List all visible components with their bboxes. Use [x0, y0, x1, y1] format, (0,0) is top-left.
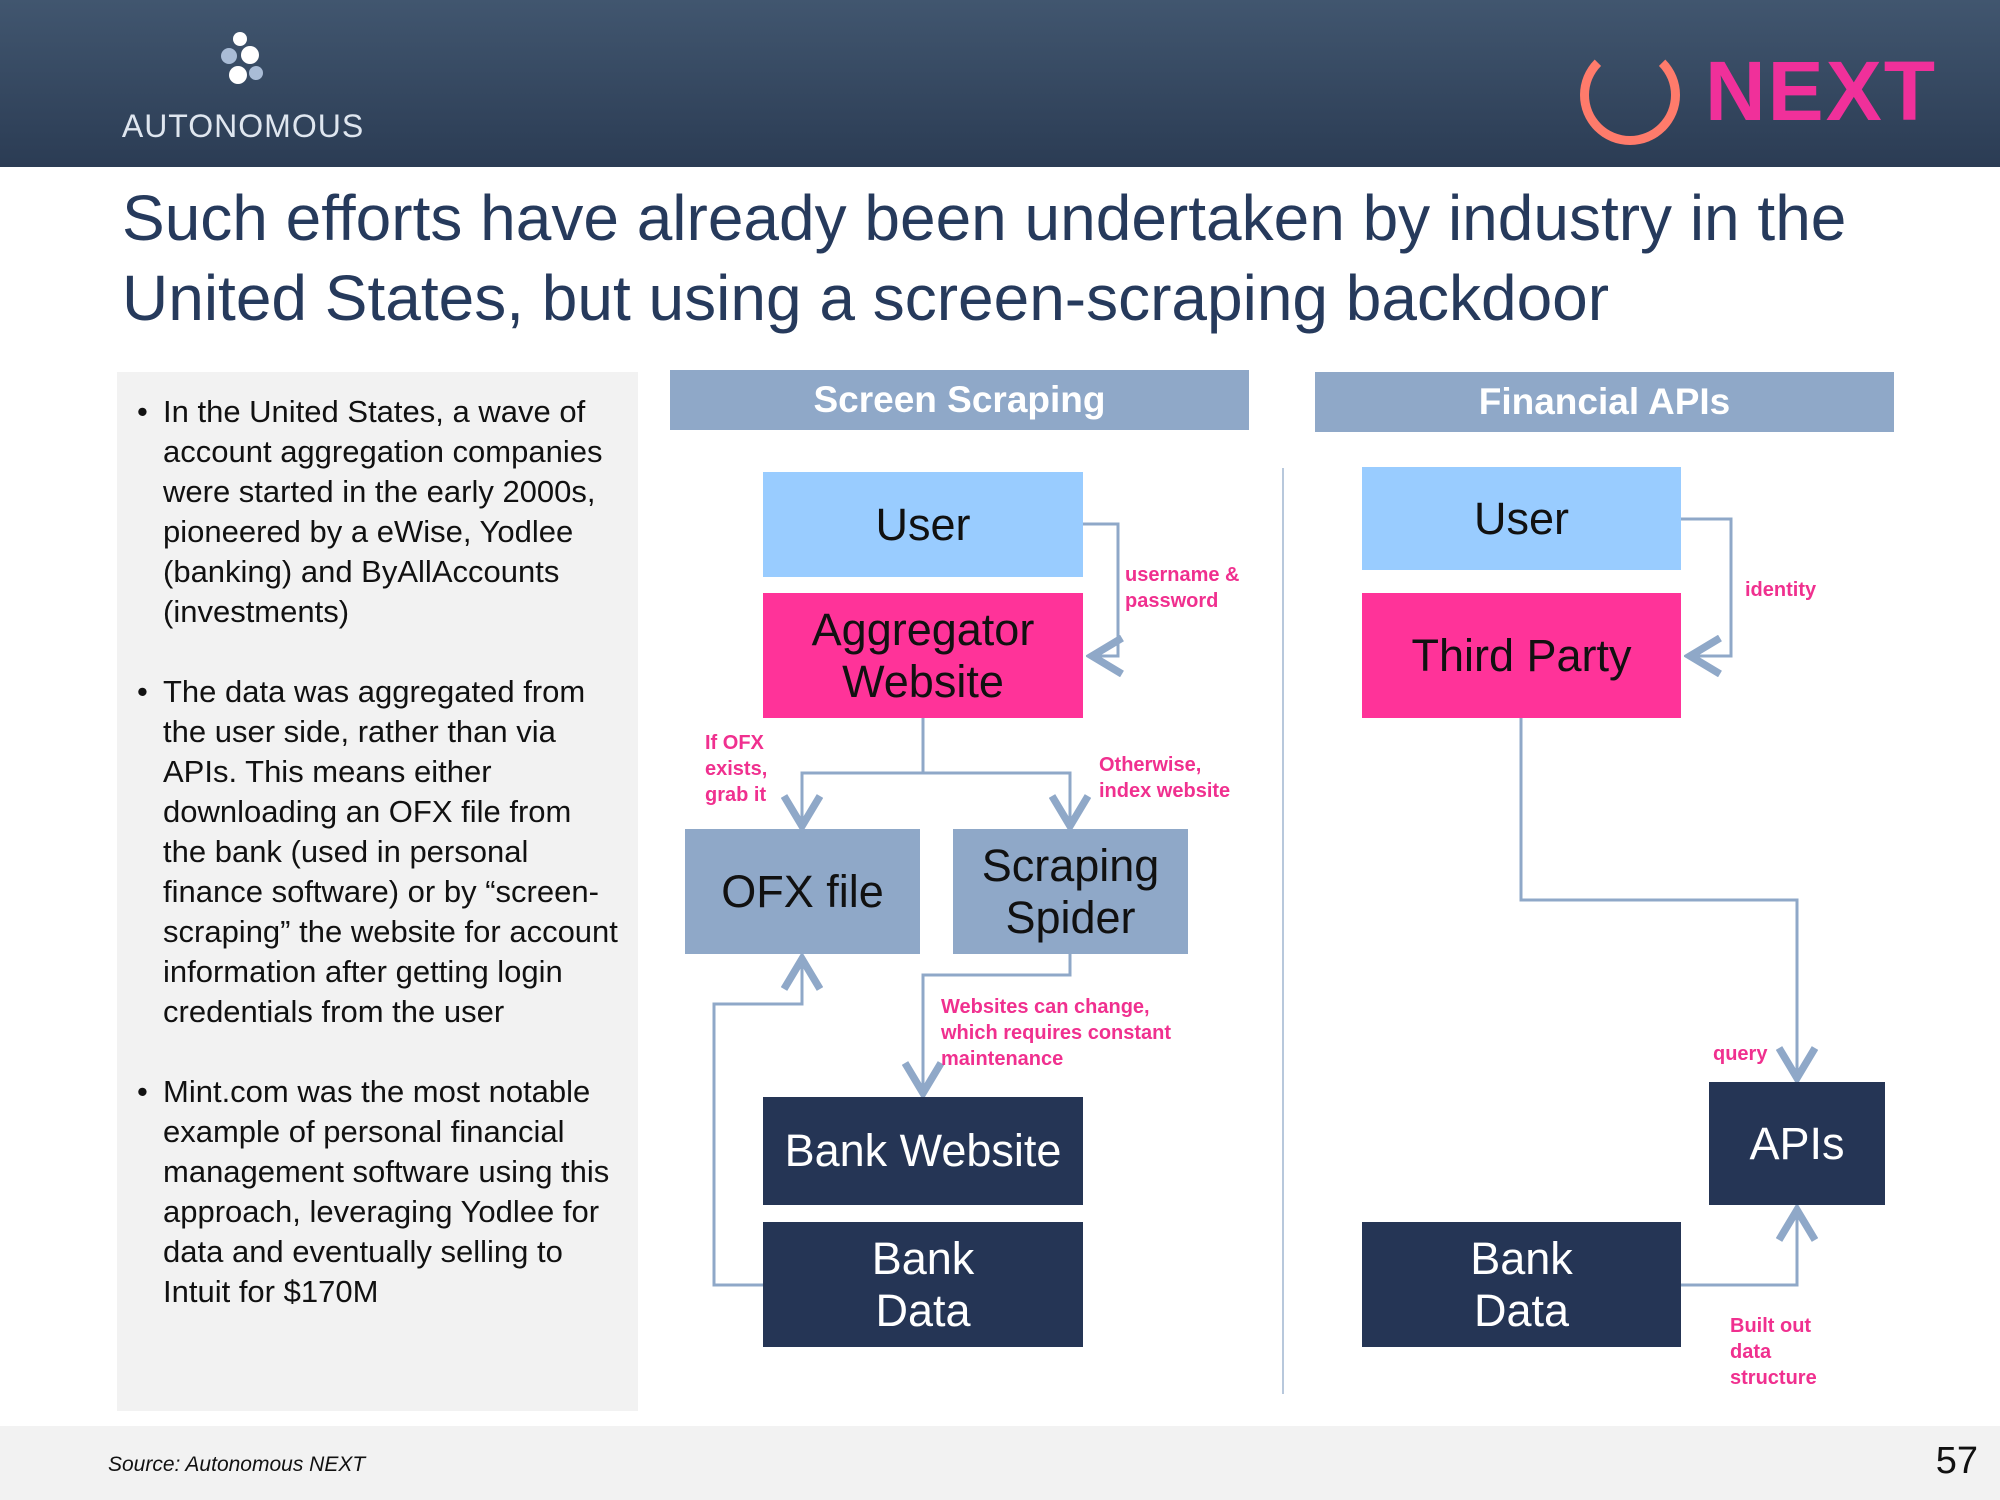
query-note: query — [1713, 1043, 1768, 1065]
aggregator-website-box: Aggregator Website — [763, 593, 1083, 718]
source-note: Source: Autonomous NEXT — [108, 1453, 366, 1476]
refresh-ring-icon — [1580, 45, 1680, 145]
credentials-arrow — [1083, 522, 1118, 656]
api-bank-data-box: Bank Data — [1362, 1222, 1681, 1347]
spider-arrow — [923, 771, 1070, 826]
bullet-panel: •In the United States, a wave of account… — [117, 372, 638, 1411]
built-note: Built out data structure — [1730, 1315, 1817, 1389]
logo-dots-icon — [213, 32, 273, 92]
column-divider — [1282, 468, 1284, 1394]
ofx-note: If OFX exists, grab it — [705, 732, 768, 806]
scraping-spider-box: Scraping Spider — [953, 829, 1188, 954]
footer — [0, 1426, 2000, 1500]
otherwise-note: Otherwise, index website — [1099, 754, 1231, 802]
third-party-box: Third Party — [1362, 593, 1681, 718]
identity-note: identity — [1745, 579, 1817, 601]
financial-apis-header: Financial APIs — [1315, 372, 1894, 432]
page-number: 57 — [1935, 1440, 1978, 1482]
bullet-text: In the United States, a wave of account … — [163, 394, 603, 629]
ss-bank-data-box: Bank Data — [763, 1222, 1083, 1347]
bullet-item: •In the United States, a wave of account… — [137, 392, 622, 632]
next-wordmark: NEXT — [1705, 44, 1938, 138]
screen-scraping-header: Screen Scraping — [670, 370, 1249, 430]
bank-website-box: Bank Website — [763, 1097, 1083, 1205]
bullet-item: •The data was aggregated from the user s… — [137, 672, 622, 1032]
next-logo: NEXT — [1575, 15, 1935, 145]
apis-box: APIs — [1709, 1082, 1885, 1205]
autonomous-logo: AUTONOMOUS — [118, 32, 368, 145]
bullet-item: •Mint.com was the most notable example o… — [137, 1072, 622, 1312]
query-arrow — [1519, 718, 1797, 1078]
bank-data-to-ofx-arrow — [712, 959, 802, 1287]
maintenance-note: Websites can change, which requires cons… — [941, 996, 1172, 1070]
identity-arrow — [1681, 517, 1733, 656]
ss-user-box: User — [763, 472, 1083, 577]
bank-data-to-apis-arrow — [1681, 1210, 1797, 1287]
api-user-box: User — [1362, 467, 1681, 570]
autonomous-wordmark: AUTONOMOUS — [121, 108, 365, 144]
spider-to-bank-arrow — [923, 954, 1072, 1093]
bullet-text: Mint.com was the most notable example of… — [163, 1074, 610, 1309]
ofx-arrow — [802, 771, 923, 826]
slide-title: Such efforts have already been undertake… — [122, 182, 1847, 334]
ofx-file-box: OFX file — [685, 829, 920, 954]
credentials-note: username & password — [1125, 564, 1240, 612]
bullet-text: The data was aggregated from the user si… — [163, 674, 618, 1029]
header-banner: AUTONOMOUS NEXT — [0, 0, 2000, 167]
